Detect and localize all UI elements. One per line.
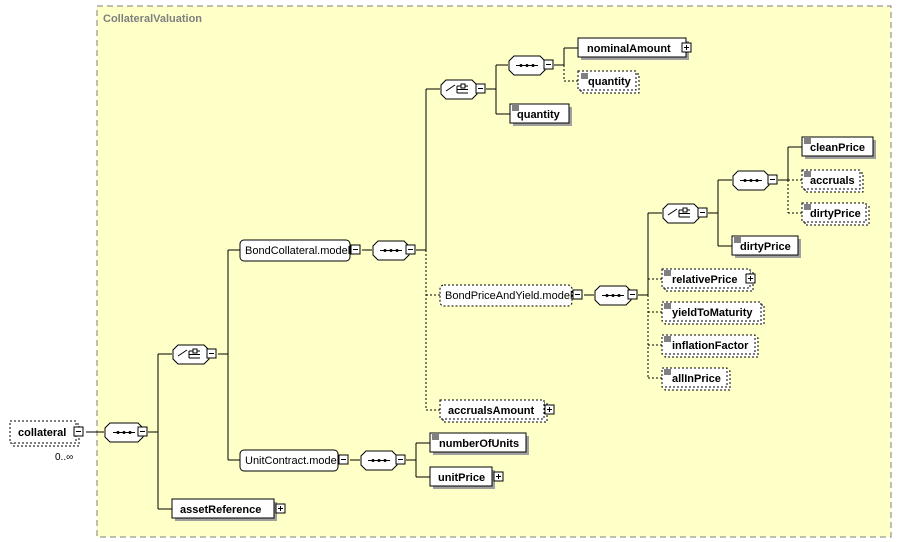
number-of-units-doc-icon xyxy=(432,434,439,440)
relative-price-element[interactable]: relativePrice xyxy=(661,268,756,292)
price-choice-compositor[interactable] xyxy=(662,203,708,224)
inflation-factor-doc-icon xyxy=(664,336,671,342)
nominal-amount-element[interactable]: nominalAmount xyxy=(577,37,692,60)
dirty-price-label: dirtyPrice xyxy=(740,241,791,253)
collateral-cardinality: 0..∞ xyxy=(55,452,73,463)
quantity-optional-element[interactable]: quantity xyxy=(577,70,640,94)
inflation-factor-label: inflationFactor xyxy=(672,340,749,352)
bond-collateral-model-label: BondCollateral.model xyxy=(245,245,350,257)
relative-price-expand-toggle[interactable] xyxy=(745,273,756,284)
asset-reference-label: assetReference xyxy=(180,504,261,516)
dirty-price-optional-label: dirtyPrice xyxy=(810,208,861,220)
collateral-element[interactable]: collateral 0..∞ xyxy=(9,420,84,463)
collateral-collapse-toggle[interactable] xyxy=(73,426,84,437)
unit-contract-model-group[interactable]: UnitContract.model xyxy=(239,449,349,472)
all-in-price-element[interactable]: allInPrice xyxy=(661,367,731,391)
choice-compositor[interactable] xyxy=(172,344,217,365)
clean-price-doc-icon xyxy=(804,138,811,144)
unit-sequence-compositor[interactable] xyxy=(360,450,406,471)
quantity-choice-compositor[interactable] xyxy=(440,79,486,100)
accruals-label: accruals xyxy=(810,175,855,187)
number-of-units-element[interactable]: numberOfUnits xyxy=(429,432,529,455)
collateral-label: collateral xyxy=(18,427,66,439)
clean-price-element[interactable]: cleanPrice xyxy=(801,136,876,159)
quantity-optional-label: quantity xyxy=(588,76,632,88)
yield-to-maturity-label: yieldToMaturity xyxy=(672,307,753,319)
all-in-price-label: allInPrice xyxy=(672,373,721,385)
container-title: CollateralValuation xyxy=(103,13,202,25)
all-in-price-doc-icon xyxy=(664,369,671,375)
bond-sequence-compositor[interactable] xyxy=(372,240,416,261)
clean-price-sequence-compositor[interactable] xyxy=(732,170,778,191)
unit-price-expand-toggle[interactable] xyxy=(493,471,504,482)
quantity-element[interactable]: quantity xyxy=(509,103,572,126)
yield-to-maturity-element[interactable]: yieldToMaturity xyxy=(661,301,765,325)
bond-price-and-yield-model-label: BondPriceAndYield.model xyxy=(445,290,572,302)
unit-price-element[interactable]: unitPrice xyxy=(429,466,504,489)
accruals-amount-label: accrualsAmount xyxy=(448,405,535,417)
dirty-price-optional-element[interactable]: dirtyPrice xyxy=(801,202,870,226)
accruals-amount-expand-toggle[interactable] xyxy=(544,404,555,415)
dirty-price-element[interactable]: dirtyPrice xyxy=(731,235,801,258)
quantity-optional-doc-icon xyxy=(581,73,588,79)
dirty-price-optional-doc-icon xyxy=(804,204,811,210)
unit-price-label: unitPrice xyxy=(438,472,485,484)
nominal-sequence-compositor[interactable] xyxy=(508,55,554,76)
yield-to-maturity-doc-icon xyxy=(664,303,671,309)
relative-price-label: relativePrice xyxy=(672,274,737,286)
quantity-doc-icon xyxy=(512,105,519,111)
connectors xyxy=(86,47,802,510)
inflation-factor-element[interactable]: inflationFactor xyxy=(661,334,759,358)
accruals-element[interactable]: accruals xyxy=(801,169,864,193)
clean-price-label: cleanPrice xyxy=(810,142,865,154)
relative-price-doc-icon xyxy=(664,270,671,276)
bond-collateral-model-group[interactable]: BondCollateral.model xyxy=(239,239,361,262)
collateral-valuation-container xyxy=(96,5,892,538)
nominal-amount-expand-toggle[interactable] xyxy=(681,42,692,53)
nominal-amount-label: nominalAmount xyxy=(587,43,671,55)
dirty-price-doc-icon xyxy=(734,237,741,243)
accruals-doc-icon xyxy=(804,171,811,177)
bond-price-and-yield-model-group[interactable]: BondPriceAndYield.model xyxy=(439,284,583,307)
asset-reference-expand-toggle[interactable] xyxy=(275,503,286,514)
price-sequence-compositor[interactable] xyxy=(594,285,638,306)
asset-reference-element[interactable]: assetReference xyxy=(171,498,286,521)
accruals-amount-element[interactable]: accrualsAmount xyxy=(439,399,555,423)
unit-contract-model-label: UnitContract.model xyxy=(245,455,339,467)
quantity-label: quantity xyxy=(517,109,561,121)
sequence-compositor[interactable] xyxy=(104,422,148,443)
number-of-units-label: numberOfUnits xyxy=(439,438,519,450)
